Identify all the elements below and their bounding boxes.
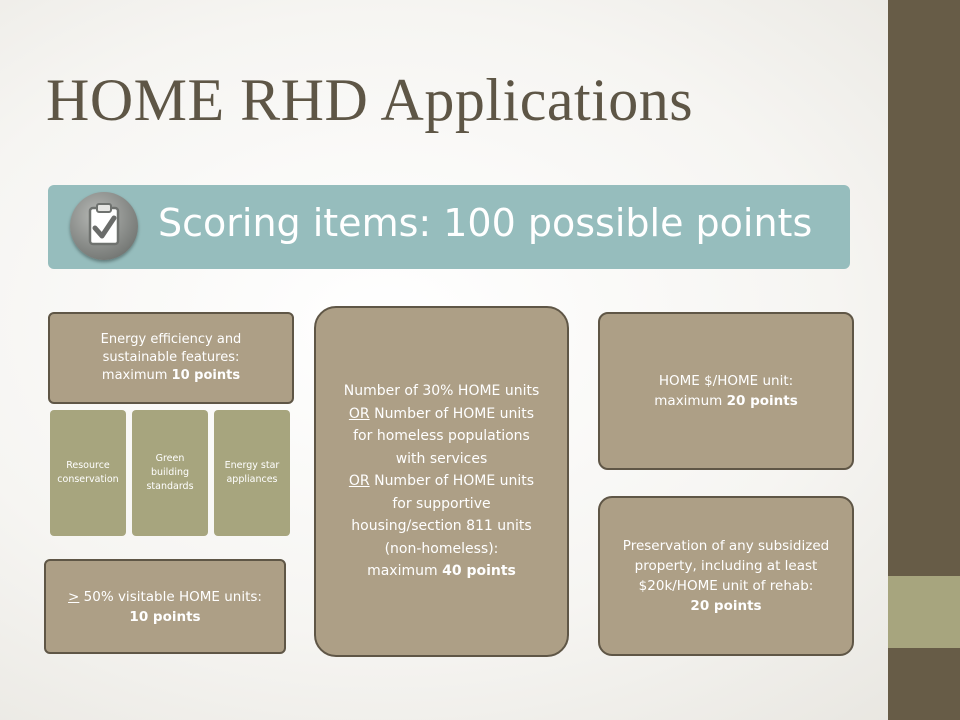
slide-title: HOME RHD Applications bbox=[46, 67, 694, 133]
gte-symbol: > bbox=[68, 588, 80, 605]
sub-item-label: standards bbox=[146, 481, 194, 492]
center-line-7: housing/section 811 units bbox=[351, 518, 532, 535]
energy-line-3: maximum 10 points bbox=[101, 368, 241, 383]
sub-item-label: Energy star bbox=[224, 460, 280, 471]
sub-item-label: building bbox=[150, 467, 190, 478]
energy-line-2: sustainable features: bbox=[102, 350, 240, 365]
sub-item-label: Green bbox=[155, 453, 185, 464]
preservation-line-3: $20k/HOME unit of rehab: bbox=[638, 578, 814, 594]
preservation-line-1: Preservation of any subsidized bbox=[622, 538, 830, 554]
sub-item-label: Resource bbox=[66, 460, 110, 471]
center-line-1: Number of 30% HOME units bbox=[343, 383, 540, 400]
preservation-points: 20 points bbox=[690, 598, 762, 614]
center-line-6: for supportive bbox=[392, 495, 491, 512]
sub-item-resource-conservation: Resource conservation bbox=[50, 410, 126, 536]
preservation-box: Preservation of any subsidized property,… bbox=[598, 496, 854, 656]
sub-item-label: conservation bbox=[57, 474, 119, 485]
center-line-9: maximum 40 points bbox=[367, 563, 516, 580]
energy-line-1: Energy efficiency and bbox=[100, 332, 242, 347]
banner-text: Scoring items: 100 possible points bbox=[158, 201, 813, 245]
center-line-5: OR Number of HOME units bbox=[348, 473, 535, 490]
sub-item-energy-star: Energy star appliances bbox=[214, 410, 290, 536]
visitable-units-box: > 50% visitable HOME units: 10 points bbox=[44, 559, 286, 654]
per-unit-line-2: maximum 20 points bbox=[654, 393, 798, 409]
preservation-line-2: property, including at least bbox=[634, 558, 818, 574]
center-line-3: for homeless populations bbox=[353, 428, 530, 445]
center-line-8: (non-homeless): bbox=[384, 540, 499, 557]
center-line-4: with services bbox=[395, 450, 488, 467]
visitable-points: 10 points bbox=[129, 608, 201, 625]
energy-efficiency-box: Energy efficiency and sustainable featur… bbox=[48, 312, 294, 404]
clipboard-check-icon bbox=[70, 192, 138, 260]
side-accent bbox=[888, 576, 960, 648]
homeless-supportive-units-box: Number of 30% HOME units OR Number of HO… bbox=[314, 306, 569, 657]
center-line-2: OR Number of HOME units bbox=[348, 405, 535, 422]
per-unit-line-1: HOME $/HOME unit: bbox=[658, 373, 794, 389]
cost-per-unit-box: HOME $/HOME unit: maximum 20 points bbox=[598, 312, 854, 470]
sub-item-green-building: Green building standards bbox=[132, 410, 208, 536]
scoring-banner bbox=[48, 185, 850, 269]
sub-item-label: appliances bbox=[226, 474, 278, 485]
visitable-line-1: > 50% visitable HOME units: bbox=[68, 588, 262, 605]
